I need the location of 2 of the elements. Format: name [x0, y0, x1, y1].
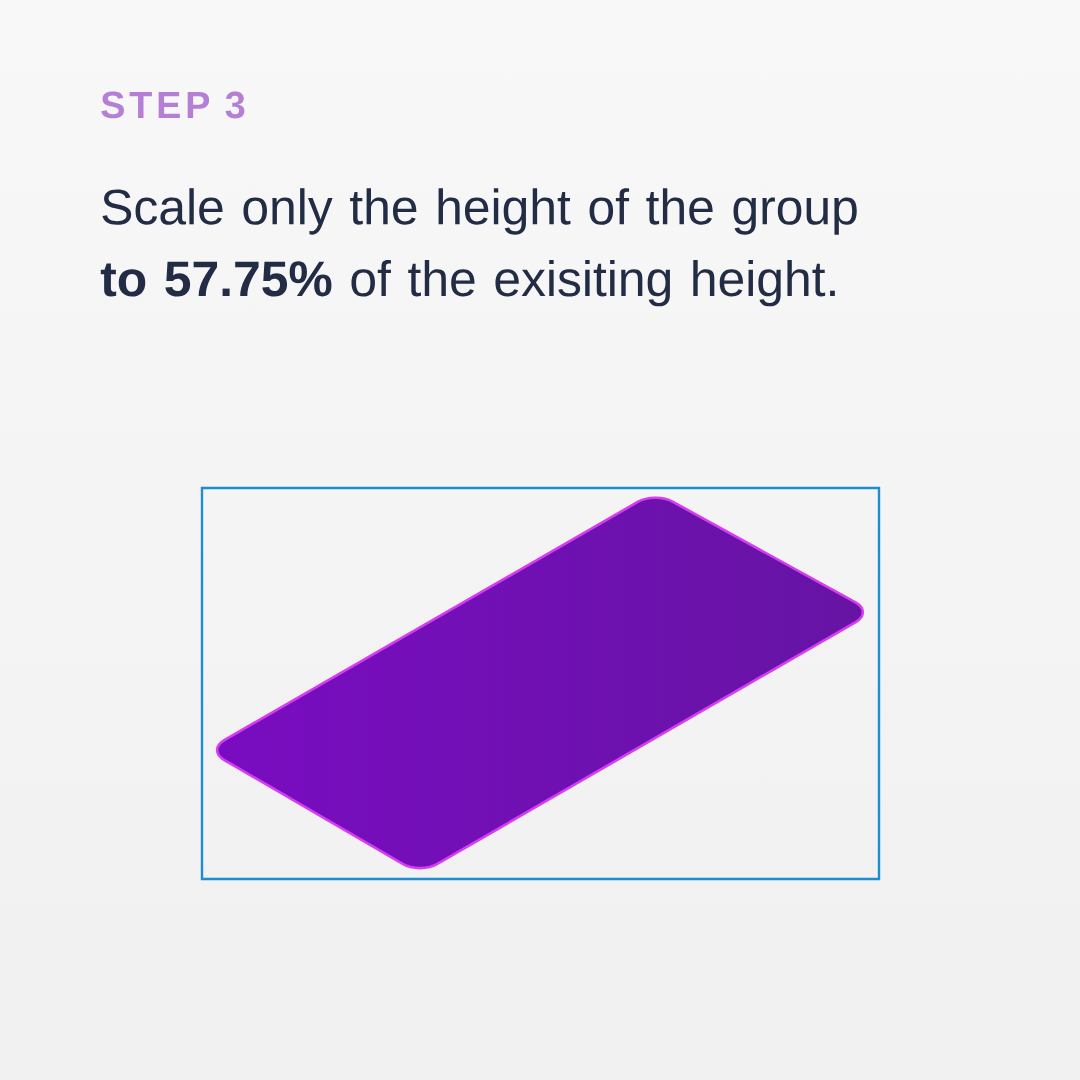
step-heading: STEP 3 [101, 91, 245, 119]
instruction-text: Scale only the height of the group to 57.75% of the exisiting height. [100, 188, 857, 307]
